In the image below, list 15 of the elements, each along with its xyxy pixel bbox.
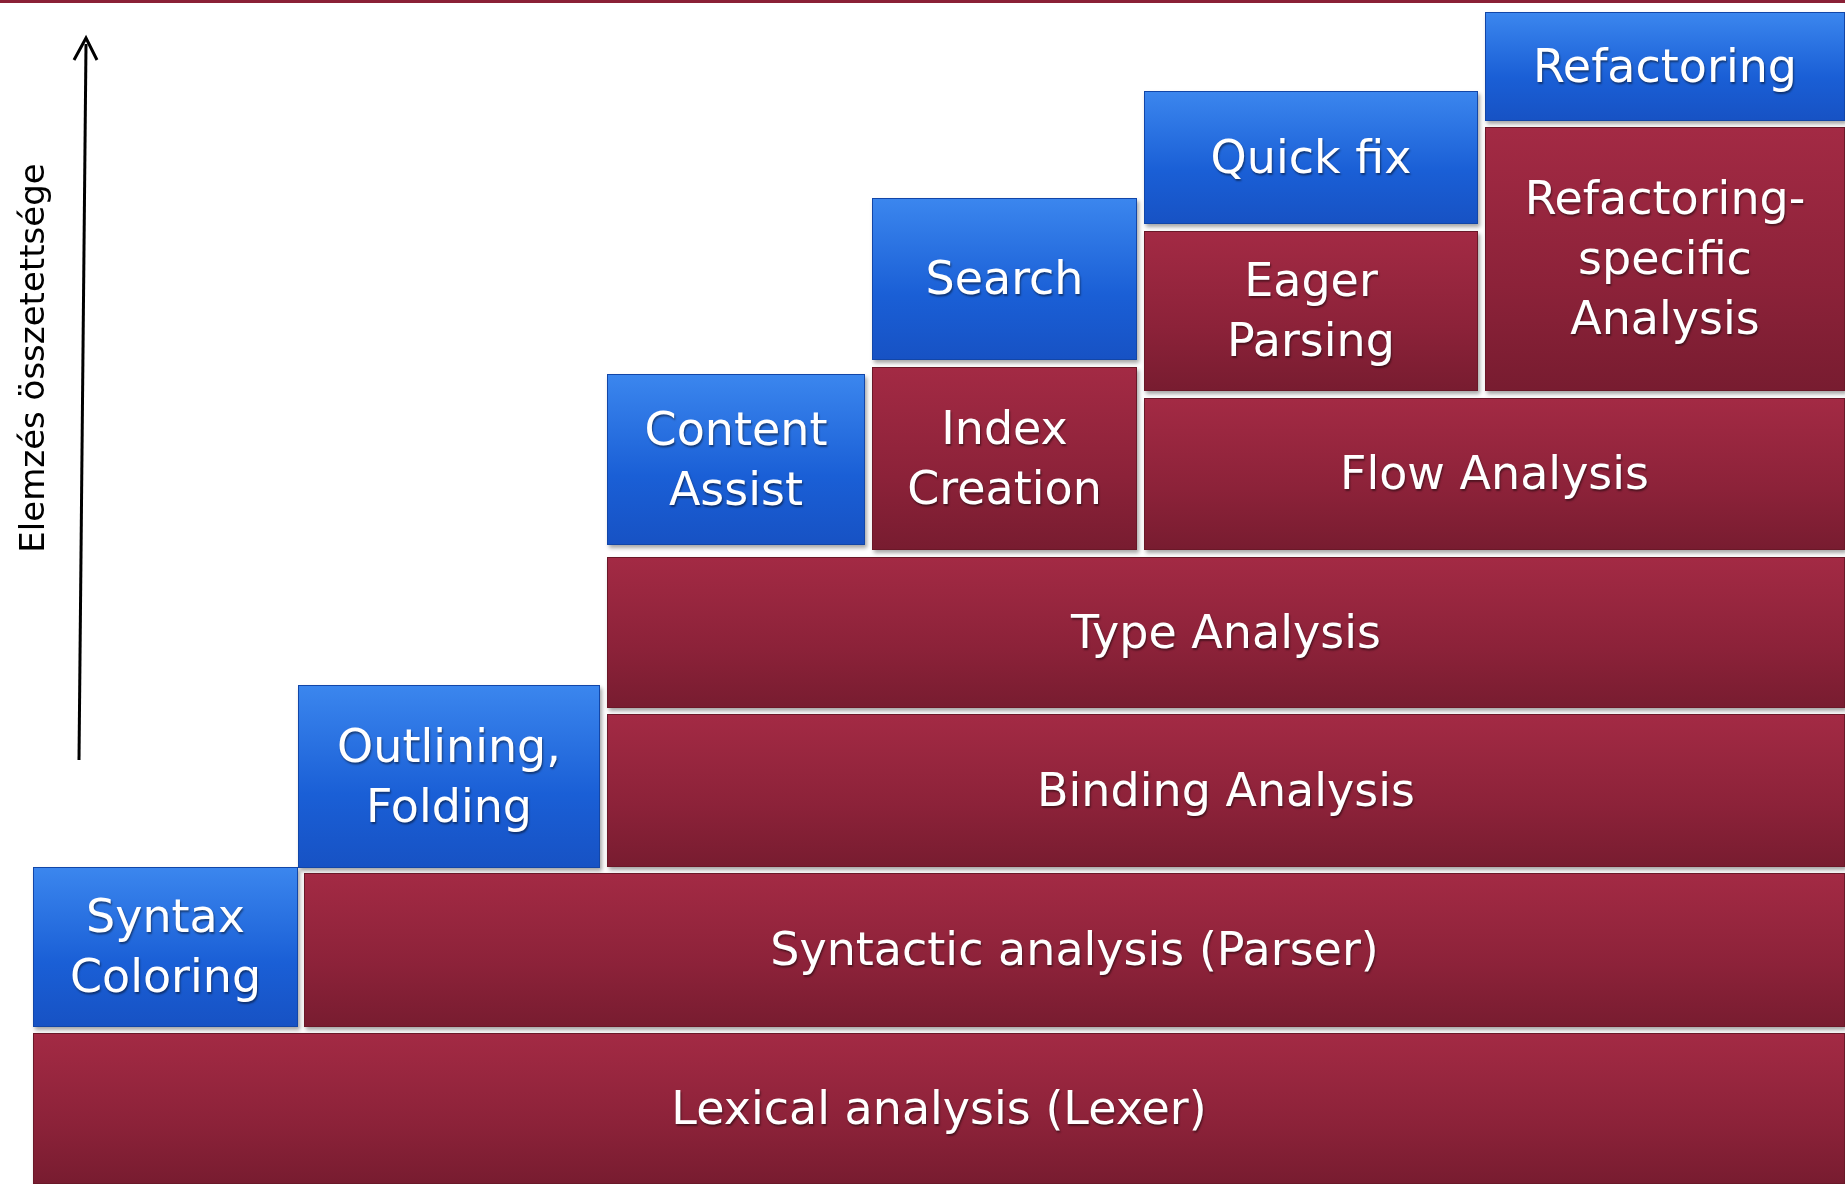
feature-box: Outlining, Folding	[298, 685, 600, 868]
feature-box: Search	[872, 198, 1137, 360]
analysis-layer-box: Eager Parsing	[1144, 231, 1478, 391]
analysis-layer-box: Index Creation	[872, 367, 1137, 550]
axis-label: Elemzés összetettsége	[12, 163, 52, 553]
feature-box: Syntax Coloring	[33, 867, 298, 1027]
analysis-layer-box: Flow Analysis	[1144, 398, 1845, 550]
analysis-layer-box: Syntactic analysis (Parser)	[304, 873, 1845, 1027]
analysis-layer-box: Lexical analysis (Lexer)	[33, 1033, 1845, 1184]
analysis-layer-box: Refactoring-specific Analysis	[1485, 127, 1845, 391]
feature-box: Refactoring	[1485, 12, 1845, 121]
analysis-layer-box: Type Analysis	[607, 557, 1845, 708]
feature-box: Content Assist	[607, 374, 865, 545]
feature-box: Quick fix	[1144, 91, 1478, 224]
analysis-layer-box: Binding Analysis	[607, 714, 1845, 867]
